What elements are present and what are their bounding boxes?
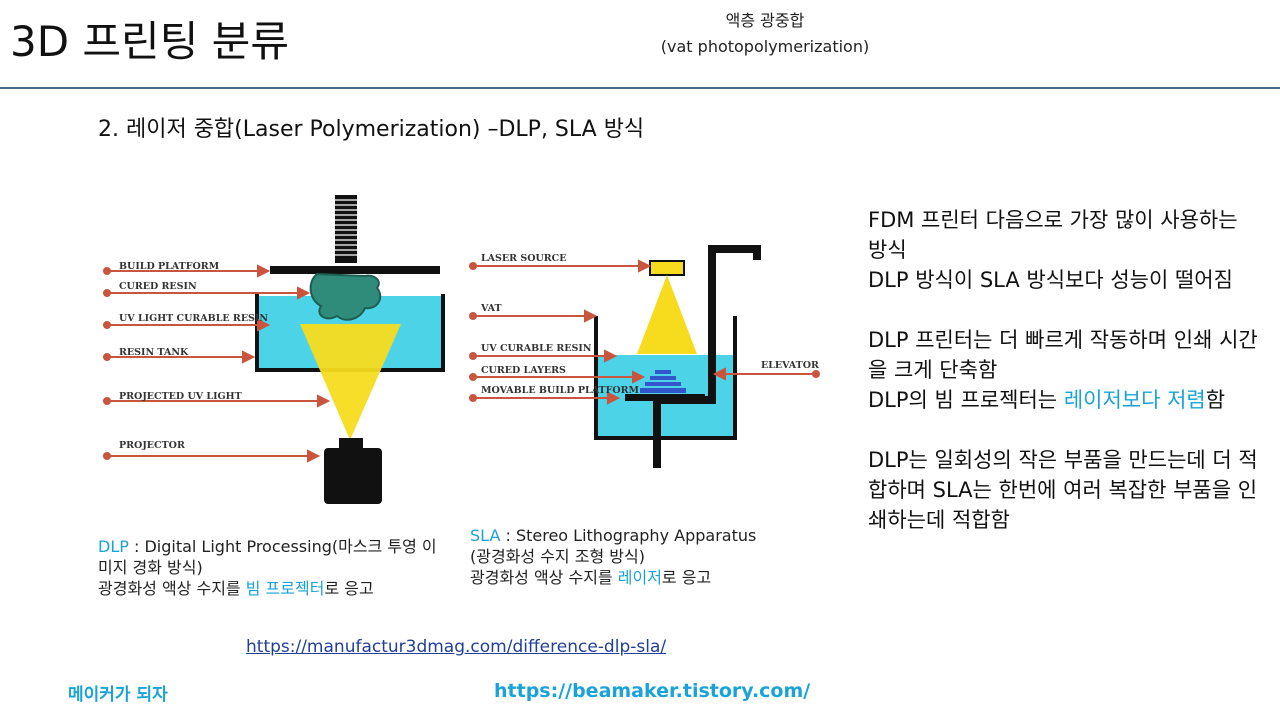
- dlp-label-4: PROJECTED UV LIGHT: [119, 391, 242, 402]
- projector-icon: [324, 448, 382, 504]
- dlp-caption-suffix: 로 응고: [324, 579, 374, 598]
- sla-label-elevator: ELEVATOR: [761, 360, 819, 371]
- sla-caption-text: 광경화성 액상 수지를: [470, 568, 618, 587]
- right-p2-suffix: 함: [1205, 388, 1226, 412]
- laser-source-icon: [649, 260, 685, 276]
- dlp-diagram: BUILD PLATFORM CURED RESIN UV LIGHT CURA…: [103, 195, 445, 504]
- dlp-label-1: CURED RESIN: [119, 281, 197, 292]
- dlp-caption-line2: 광경화성 액상 수지를 빔 프로젝터로 응고: [98, 578, 443, 599]
- dlp-definition: : Digital Light Processing(마스크 투영 이미지 경화…: [98, 537, 437, 577]
- laser-beam: [637, 275, 697, 354]
- threaded-rod: [335, 195, 357, 263]
- dlp-label-5: PROJECTOR: [119, 440, 185, 451]
- sla-caption: SLA : Stereo Lithography Apparatus (광경화성…: [470, 525, 790, 588]
- dlp-caption: DLP : Digital Light Processing(마스크 투영 이미…: [98, 536, 443, 599]
- title-divider: [0, 87, 1280, 89]
- build-platform-icon: [625, 394, 705, 401]
- cured-resin-object: [309, 272, 382, 321]
- sla-label-3: CURED LAYERS: [481, 365, 566, 376]
- subtitle-english: (vat photopolymerization): [660, 37, 870, 56]
- right-p2-line1: DLP 프린터는 더 빠르게 작동하며 인쇄 시간을 크게 단축함: [868, 328, 1258, 382]
- elevator-icon: [653, 245, 761, 468]
- sla-definition: : Stereo Lithography Apparatus: [500, 526, 757, 545]
- sla-term: SLA: [470, 526, 501, 545]
- footer-url[interactable]: https://beamaker.tistory.com/: [494, 680, 811, 702]
- sla-label-1: VAT: [480, 303, 502, 314]
- dlp-label-2: UV LIGHT CURABLE RESIN: [119, 313, 268, 324]
- footer-brand: 메이커가 되자: [68, 685, 168, 705]
- sla-caption-line2: (광경화성 수지 조형 방식): [470, 547, 645, 566]
- right-p2-text: DLP의 빔 프로젝터는: [868, 388, 1064, 412]
- sla-caption-suffix: 로 응고: [661, 568, 712, 587]
- dlp-term: DLP: [98, 537, 129, 556]
- sla-label-2: UV CURABLE RESIN: [481, 343, 592, 354]
- right-p1-line2: DLP 방식이 SLA 방식보다 성능이 떨어짐: [868, 268, 1233, 292]
- dlp-highlight: 빔 프로젝터: [245, 579, 325, 598]
- sla-label-0: LASER SOURCE: [481, 253, 566, 264]
- right-p2-line2: DLP의 빔 프로젝터는 레이저보다 저렴함: [868, 385, 1258, 415]
- dlp-caption-line1: DLP : Digital Light Processing(마스크 투영 이미…: [98, 536, 443, 578]
- cured-layers: [640, 370, 686, 393]
- source-link[interactable]: https://manufactur3dmag.com/difference-d…: [246, 637, 667, 657]
- paragraph-gap: [868, 295, 1258, 325]
- subtitle-korean: 액층 광중합: [725, 11, 805, 30]
- right-p3: DLP는 일회성의 작은 부품을 만드는데 더 적합하며 SLA는 한번에 여러…: [868, 448, 1258, 532]
- comparison-text: FDM 프린터 다음으로 가장 많이 사용하는 방식 DLP 방식이 SLA 방…: [868, 205, 1258, 535]
- sla-highlight: 레이저: [617, 568, 662, 587]
- sla-caption-line3: 광경화성 액상 수지를 레이저로 응고: [470, 567, 790, 588]
- page-title: 3D 프린팅 분류: [10, 17, 289, 66]
- sla-diagram: LASER SOURCE VAT UV CURABLE RESIN CURED …: [469, 245, 820, 468]
- build-platform-icon: [270, 266, 440, 274]
- dlp-label-0: BUILD PLATFORM: [119, 261, 220, 272]
- page-subtitle: 액층 광중합 (vat photopolymerization): [620, 8, 910, 60]
- section-heading: 2. 레이저 중합(Laser Polymerization) –DLP, SL…: [98, 117, 645, 142]
- right-p2-highlight: 레이저보다 저렴: [1063, 388, 1206, 412]
- projector-lens: [339, 438, 363, 448]
- paragraph-gap: [868, 415, 1258, 445]
- dlp-caption-text: 광경화성 액상 수지를: [98, 579, 246, 598]
- right-p1-line1: FDM 프린터 다음으로 가장 많이 사용하는 방식: [868, 208, 1238, 262]
- dlp-label-3: RESIN TANK: [119, 347, 189, 358]
- projected-light-cone: [300, 324, 401, 440]
- sla-caption-line1: SLA : Stereo Lithography Apparatus: [470, 525, 790, 546]
- sla-label-4: MOVABLE BUILD PLATFORM: [481, 385, 640, 396]
